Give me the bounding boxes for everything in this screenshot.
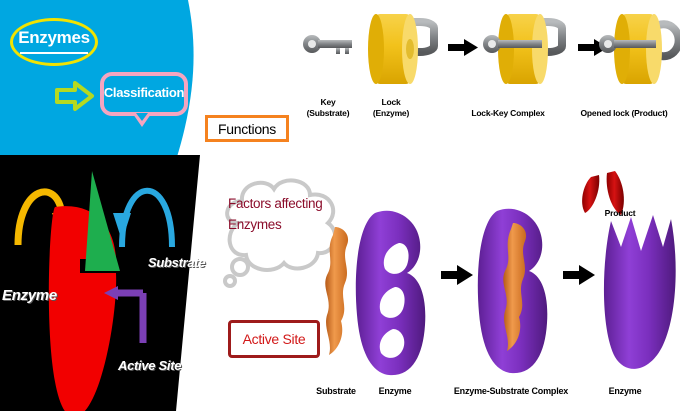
right-arrow-icon (55, 80, 95, 112)
process-arrow-3-icon (441, 265, 473, 285)
label-lock-line1: Lock (381, 97, 401, 107)
black-panel (0, 155, 215, 411)
process-arrow-4-icon (563, 265, 595, 285)
curved-arrow-blue-icon (113, 187, 175, 248)
enzyme-substrate-complex-shape (477, 208, 548, 374)
lock-icon-closed (368, 14, 438, 84)
key-icon (303, 35, 352, 54)
enzymes-ellipse (10, 18, 98, 66)
process-arrow-1-icon (448, 39, 478, 56)
cloud-text: Factors affecting Enzymes (228, 193, 348, 235)
label-key-line1: Key (320, 97, 336, 107)
label-lock-key-complex: Lock-Key Complex (471, 108, 545, 118)
product-shape (582, 171, 624, 215)
black-panel-enzyme-label: Enzyme (2, 287, 57, 304)
cloud-line-2: Enzymes (228, 217, 282, 232)
enzyme-substrate-diagram (325, 171, 676, 376)
label-opened-lock: Opened lock (Product) (580, 108, 668, 118)
functions-label: Functions (218, 121, 276, 137)
lock-key-complex-icon (483, 14, 566, 84)
label-enzyme-free: Enzyme (608, 386, 642, 396)
label-lock: Lock (Enzyme) (358, 97, 424, 119)
label-lock-line2: (Enzyme) (372, 108, 410, 118)
label-key: Key (Substrate) (296, 97, 360, 119)
active-site-box[interactable] (228, 320, 320, 358)
lock-and-key-diagram (303, 14, 680, 84)
title-underline (20, 52, 88, 54)
classification-bubble-tail-inner (136, 113, 148, 121)
thought-cloud-icon (216, 175, 344, 290)
label-key-line2: (Substrate) (306, 108, 350, 118)
active-site-pointer-icon (104, 286, 147, 343)
classification-bubble[interactable] (100, 72, 188, 116)
enzyme-shape-after (603, 215, 676, 369)
active-site-box-label: Active Site (242, 331, 306, 347)
label-product: Product (604, 208, 636, 218)
label-enzyme-substrate-complex: Enzyme-Substrate Complex (453, 386, 569, 396)
label-enzyme: Enzyme (378, 386, 412, 396)
black-panel-substrate-label: Substrate (148, 255, 206, 270)
black-panel-active-site-label: Active Site (118, 358, 182, 373)
cloud-line-1: Factors affecting (228, 196, 323, 211)
functions-box[interactable] (205, 115, 289, 142)
label-substrate: Substrate (316, 386, 356, 396)
page-title: Enzymes (18, 28, 90, 47)
opened-lock-icon (599, 14, 680, 84)
substrate-shape (85, 171, 120, 271)
enzyme-shape-free (355, 210, 426, 376)
substrate-shape-free (325, 227, 349, 355)
classification-label: Classification (103, 85, 185, 100)
